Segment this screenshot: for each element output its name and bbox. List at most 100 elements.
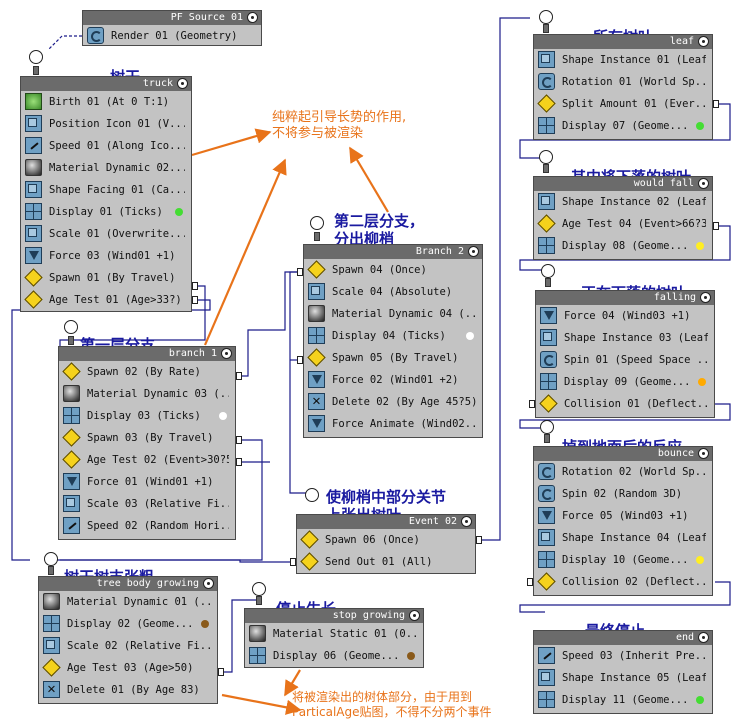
output-port[interactable] (192, 282, 198, 290)
operator-row[interactable]: Spawn 06 (Once) (297, 529, 475, 551)
operator-row[interactable]: Shape Instance 02 (Leaf) (534, 191, 712, 213)
operator-row[interactable]: Material Dynamic 04 (... (304, 303, 482, 325)
operator-row[interactable]: Shape Instance 05 (Leaf) (534, 667, 712, 689)
pin-icon[interactable] (247, 12, 258, 23)
output-port[interactable] (290, 558, 296, 566)
operator-row[interactable]: Scale 03 (Relative Fi... (59, 493, 235, 515)
operator-row[interactable]: Spin 02 (Random 3D) (534, 483, 712, 505)
operator-row[interactable]: Force 03 (Wind01 +1) (21, 245, 191, 267)
display-color-dot[interactable] (175, 208, 183, 216)
output-port[interactable] (527, 578, 533, 586)
node-header[interactable]: Branch 2 (304, 245, 482, 259)
display-color-dot[interactable] (201, 620, 209, 628)
operator-row[interactable]: Display 11 (Geome... (534, 689, 712, 711)
operator-row[interactable]: Material Dynamic 02... (21, 157, 191, 179)
operator-row[interactable]: Display 08 (Geome... (534, 235, 712, 257)
display-color-dot[interactable] (466, 332, 474, 340)
operator-row[interactable]: ✕Delete 02 (By Age 45?5) (304, 391, 482, 413)
fall-event-node[interactable]: would fall Shape Instance 02 (Leaf) Age … (533, 176, 713, 260)
node-input-port[interactable] (29, 50, 43, 64)
operator-row[interactable]: Render 01 (Geometry) (83, 25, 261, 47)
pin-icon[interactable] (409, 610, 420, 621)
operator-row[interactable]: Shape Instance 04 (Leaf) (534, 527, 712, 549)
display-color-dot[interactable] (696, 122, 704, 130)
operator-row[interactable]: Force 02 (Wind01 +2) (304, 369, 482, 391)
node-header[interactable]: would fall (534, 177, 712, 191)
operator-row[interactable]: Rotation 02 (World Sp... (534, 461, 712, 483)
trunk-event-node[interactable]: truck Birth 01 (At 0 T:1) Position Icon … (20, 76, 192, 312)
node-input-port[interactable] (305, 488, 319, 502)
operator-row[interactable]: Material Static 01 (0... (245, 623, 423, 645)
operator-row[interactable]: Material Dynamic 01 (... (39, 591, 217, 613)
node-input-port[interactable] (541, 264, 555, 278)
pin-icon[interactable] (468, 246, 479, 257)
operator-row[interactable]: Speed 03 (Inherit Pre... (534, 645, 712, 667)
display-color-dot[interactable] (407, 652, 415, 660)
node-input-port[interactable] (310, 216, 324, 230)
pin-icon[interactable] (203, 578, 214, 589)
display-color-dot[interactable] (696, 242, 704, 250)
event02-node[interactable]: Event 02 Spawn 06 (Once) Send Out 01 (Al… (296, 514, 476, 574)
operator-row[interactable]: Spawn 02 (By Rate) (59, 361, 235, 383)
output-port[interactable] (192, 296, 198, 304)
operator-row[interactable]: Shape Facing 01 (Ca... (21, 179, 191, 201)
operator-row[interactable]: Force 01 (Wind01 +1) (59, 471, 235, 493)
node-header[interactable]: PF Source 01 (83, 11, 261, 25)
bounce-event-node[interactable]: bounce Rotation 02 (World Sp... Spin 02 … (533, 446, 713, 596)
pin-icon[interactable] (698, 632, 709, 643)
node-input-port[interactable] (44, 552, 58, 566)
operator-row[interactable]: Display 01 (Ticks) (21, 201, 191, 223)
operator-row[interactable]: Shape Instance 03 (Leaf) (536, 327, 714, 349)
node-header[interactable]: bounce (534, 447, 712, 461)
output-port[interactable] (236, 458, 242, 466)
end-event-node[interactable]: end Speed 03 (Inherit Pre... Shape Insta… (533, 630, 713, 714)
node-input-port[interactable] (64, 320, 78, 334)
operator-row[interactable]: Display 04 (Ticks) (304, 325, 482, 347)
operator-row[interactable]: Birth 01 (At 0 T:1) (21, 91, 191, 113)
operator-row[interactable]: Display 10 (Geome... (534, 549, 712, 571)
operator-row[interactable]: Age Test 04 (Event>66?3) (534, 213, 712, 235)
pin-icon[interactable] (698, 36, 709, 47)
operator-row[interactable]: Speed 02 (Random Hori... (59, 515, 235, 537)
operator-row[interactable]: Display 06 (Geome... (245, 645, 423, 667)
output-port[interactable] (218, 668, 224, 676)
operator-row[interactable]: Force Animate (Wind02... (304, 413, 482, 435)
node-input-port[interactable] (252, 582, 266, 596)
display-color-dot[interactable] (219, 412, 227, 420)
output-port[interactable] (297, 268, 303, 276)
operator-row[interactable]: Material Dynamic 03 (... (59, 383, 235, 405)
output-port[interactable] (713, 100, 719, 108)
operator-row[interactable]: Scale 01 (Overwrite... (21, 223, 191, 245)
node-header[interactable]: end (534, 631, 712, 645)
operator-row[interactable]: Display 03 (Ticks) (59, 405, 235, 427)
operator-row[interactable]: Spawn 05 (By Travel) (304, 347, 482, 369)
display-color-dot[interactable] (696, 556, 704, 564)
falling-event-node[interactable]: falling Force 04 (Wind03 +1) Shape Insta… (535, 290, 715, 418)
node-header[interactable]: falling (536, 291, 714, 305)
node-header[interactable]: branch 1 (59, 347, 235, 361)
node-input-port[interactable] (539, 10, 553, 24)
node-input-port[interactable] (539, 150, 553, 164)
display-color-dot[interactable] (696, 696, 704, 704)
operator-row[interactable]: Send Out 01 (All) (297, 551, 475, 573)
display-color-dot[interactable] (698, 378, 706, 386)
output-port[interactable] (713, 222, 719, 230)
output-port[interactable] (476, 536, 482, 544)
operator-row[interactable]: Force 04 (Wind03 +1) (536, 305, 714, 327)
operator-row[interactable]: Spawn 03 (By Travel) (59, 427, 235, 449)
operator-row[interactable]: Spawn 01 (By Travel) (21, 267, 191, 289)
output-port[interactable] (529, 400, 535, 408)
pin-icon[interactable] (177, 78, 188, 89)
operator-row[interactable]: Position Icon 01 (V... (21, 113, 191, 135)
operator-row[interactable]: Collision 02 (Deflect... (534, 571, 712, 593)
stop-event-node[interactable]: stop growing Material Static 01 (0... Di… (244, 608, 424, 668)
operator-row[interactable]: Display 09 (Geome... (536, 371, 714, 393)
operator-row[interactable]: Display 02 (Geome... (39, 613, 217, 635)
operator-row[interactable]: Age Test 03 (Age>50) (39, 657, 217, 679)
operator-row[interactable]: Display 07 (Geome... (534, 115, 712, 137)
pin-icon[interactable] (461, 516, 472, 527)
node-header[interactable]: tree body growing (39, 577, 217, 591)
operator-row[interactable]: Spin 01 (Speed Space ... (536, 349, 714, 371)
node-input-port[interactable] (540, 420, 554, 434)
operator-row[interactable]: Age Test 01 (Age>33?) (21, 289, 191, 311)
